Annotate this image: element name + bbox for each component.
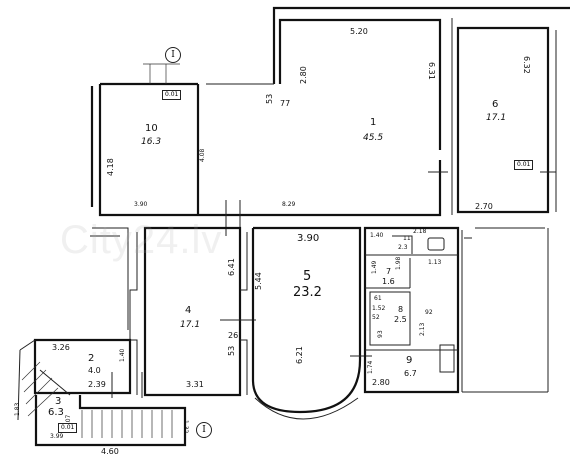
dim-2-80-bath: 2.80: [372, 378, 390, 387]
dim-77: 77: [280, 99, 291, 108]
dim-1-32: 1.32: [182, 420, 189, 434]
room-4-number: 4: [185, 305, 192, 316]
dim-1-52: 1.52: [372, 305, 386, 312]
stair-area-walls: [17, 338, 187, 447]
dim-53-room4: 53: [227, 345, 236, 356]
room-5-area: 23.2: [293, 285, 322, 300]
dim-2-70: 2.70: [475, 202, 493, 211]
room-4-area: 17.1: [180, 320, 201, 330]
dim-3-26: 3.26: [52, 343, 70, 352]
level-tag-room-10: 0.01: [162, 90, 182, 100]
dim-2-39: 2.39: [88, 380, 106, 389]
dim-1-13: 1.13: [428, 259, 442, 266]
dim-6-41: 6.41: [227, 258, 236, 276]
dim-1-40-bath: 1.40: [370, 232, 384, 239]
dim-1-98: 1.98: [395, 256, 402, 270]
room-4-walls: [129, 226, 256, 397]
room-1-number: 1: [370, 117, 377, 128]
room-6-area: 17.1: [486, 113, 507, 123]
room-9-area: 6.7: [404, 369, 417, 378]
dim-3-31: 3.31: [186, 380, 204, 389]
dim-5-20: 5.20: [350, 27, 368, 36]
dim-3-99: 3.99: [50, 433, 64, 440]
room-5-walls: [251, 226, 372, 420]
dim-3-90-top: 3.90: [134, 201, 148, 208]
room-9-number: 9: [406, 355, 413, 366]
room-2-number: 2: [88, 353, 95, 364]
room-10-number: 10: [145, 123, 158, 134]
axis-marker-bottom: I: [196, 422, 212, 438]
watermark: City24.lv: [60, 218, 223, 262]
dim-2-18: 2.18: [413, 228, 427, 235]
room-11-area: 2.3: [398, 244, 408, 251]
dim-4-18: 4.18: [106, 158, 115, 176]
dim-5-44: 5.44: [254, 272, 263, 290]
room-2-area: 4.0: [88, 366, 101, 375]
level-tag-room-6: 0.01: [514, 160, 534, 170]
room-1-area: 45.5: [363, 133, 384, 143]
dim-1-40-room2: 1.40: [119, 348, 126, 362]
room-8-number: 8: [398, 305, 404, 314]
dim-92: 92: [425, 309, 433, 316]
dim-61: 61: [374, 295, 382, 302]
room-7-area: 1.6: [382, 277, 395, 286]
dim-2-80: 2.80: [299, 66, 308, 84]
dim-6-32: 6.32: [522, 56, 531, 74]
bath-cluster-walls: [363, 226, 472, 394]
axis-lines: [143, 63, 180, 84]
dim-1-49: 1.49: [371, 260, 378, 274]
room-5-number: 5: [303, 269, 312, 284]
axis-marker-top: I: [165, 47, 181, 63]
room-11-number: 11: [403, 235, 411, 242]
dim-1-83: 1.83: [14, 402, 21, 416]
dim-93: 93: [377, 330, 384, 338]
room-10-area: 16.3: [141, 137, 162, 147]
dim-6-31: 6.31: [427, 62, 436, 80]
dim-3-90-room5: 3.90: [297, 233, 320, 244]
dim-4-08: 4.08: [199, 148, 206, 162]
dim-4-60: 4.60: [101, 447, 119, 456]
dim-26: 26: [228, 331, 239, 340]
dim-53-top: 53: [265, 93, 274, 104]
right-lower-walls: [462, 227, 549, 393]
left-top-walls: [90, 227, 129, 330]
room-3-area: 6.3: [48, 407, 64, 418]
dim-2-13: 2.13: [419, 322, 426, 336]
dim-6-21: 6.21: [295, 346, 304, 364]
room-7-number: 7: [386, 267, 392, 276]
dim-8-29: 8.29: [282, 201, 296, 208]
room-8-area: 2.5: [394, 315, 407, 324]
level-tag-room-3: 0.01: [58, 423, 78, 433]
dim-1-74: 1.74: [367, 360, 374, 374]
room-3-number: 3: [55, 396, 62, 407]
dim-52: 52: [372, 314, 380, 321]
room-6-number: 6: [492, 99, 499, 110]
